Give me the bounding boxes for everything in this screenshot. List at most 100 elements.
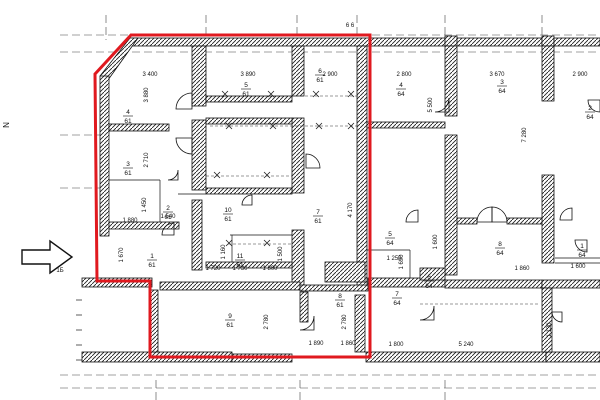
room-number: 2 [588,105,592,112]
dimension-label: 1 450 [142,197,148,213]
room-code: 61 [164,214,172,221]
dimension-label: 1 860 [340,341,356,347]
room-code: 61 [124,170,132,177]
room-label: 561 [241,82,251,98]
dimension-label: 3 890 [240,72,256,78]
room-number: 3 [126,161,130,168]
dimension-label: 1 800 [262,266,278,272]
room-label: 361 [123,161,133,177]
dimension-labels: 3 400 3 890 2 900 2 800 3 670 1 880 1 54… [122,72,588,348]
walls [81,35,600,363]
room-code: 64 [496,250,504,257]
dimension-label: 2 780 [264,314,270,330]
dimension-label: 1 800 [388,342,404,348]
room-code: 61 [314,218,322,225]
vent-lines [206,95,540,305]
edge-ticks [76,299,82,361]
dimension-label: 1 690 [399,254,405,270]
room-code: 64 [425,283,433,290]
room-number: 8 [338,293,342,300]
room-number: 1 [580,243,584,250]
dimension-label: 4 170 [348,202,354,218]
dimension-label: 3 670 [489,72,505,78]
cross-marks [213,90,355,247]
highlighted-unit-boundary [93,33,372,359]
dimension-label: 1 890 [308,341,324,347]
dimension-label: 1 500 [278,246,284,262]
dimension-label: 5 500 [428,97,434,113]
room-label: 961 [225,313,235,329]
room-code: 61 [226,322,234,329]
room-code: 61 [148,262,156,269]
room-code: 61 [224,216,232,223]
room-label: 364 [497,79,507,95]
room-code: 61 [236,262,244,269]
room-number: 4 [126,109,130,116]
room-label: 861 [335,293,345,309]
room-label: 261 [163,205,173,221]
dimension-label: 2 900 [572,72,588,78]
axis-marker: 6 6 [346,23,355,29]
dimension-label: 3 880 [144,87,150,103]
dimension-label: 1 250 [386,256,402,262]
room-number: 6 [318,68,322,75]
room-code: 64 [397,91,405,98]
room-code: 64 [386,240,394,247]
room-label: 664 [424,274,434,290]
room-number: 2 [166,205,170,212]
dimension-label: 1 540 [160,214,176,220]
room-number: 4 [399,82,403,89]
dimension-label: 1 860 [514,266,530,272]
dimension-label: 2 800 [396,72,412,78]
room-number: 10 [224,207,232,214]
room-label: 761 [313,209,323,225]
room-code: 64 [393,300,401,307]
dimension-label: 7 280 [522,127,528,143]
entrance-arrow [21,239,74,275]
dimension-label: 1 670 [119,247,125,263]
room-label: 764 [392,291,402,307]
room-number: 6 [427,274,431,281]
dimension-label: 1 160 [221,244,227,260]
room-label: 864 [495,241,505,257]
dimension-labels-vertical: 3 880 2 710 1 450 1 670 4 170 2 780 2 78… [119,87,553,338]
room-number: 5 [244,82,248,89]
entrance-marker: 1Б [56,268,63,274]
room-label: 164 [577,243,587,259]
dimension-label: 5 240 [458,342,474,348]
room-number: 7 [316,209,320,216]
room-number: 11 [237,253,244,260]
partition-lines [109,179,600,278]
room-label: 161 [147,253,157,269]
room-label: 464 [396,82,406,98]
room-label: 564 [385,231,395,247]
room-code: 61 [124,118,132,125]
room-code: 64 [586,114,594,121]
room-code: 61 [316,77,324,84]
room-number: 5 [388,231,392,238]
dimension-label: 1 730 [232,266,248,272]
room-code: 64 [498,88,506,95]
door-arcs [161,92,600,331]
dimension-label: 1 600 [570,264,586,270]
dimension-label: 2 780 [342,314,348,330]
north-label: N [2,122,11,128]
room-number: 9 [228,313,232,320]
room-code: 61 [336,302,344,309]
room-label: 264 [585,105,595,121]
room-label: 661 [315,68,325,84]
room-number: 7 [395,291,399,298]
room-labels: 4613615616612611061761161116196186146436… [123,68,595,329]
room-code: 64 [578,252,586,259]
dimension-label: 1 880 [122,218,138,224]
room-number: 3 [500,79,504,86]
room-label: 461 [123,109,133,125]
dimension-label: 2 710 [144,152,150,168]
dimension-label: 1 130 [547,322,553,338]
dimension-label: 2 900 [322,72,338,78]
room-number: 1 [150,253,154,260]
dimension-label: 3 400 [142,72,158,78]
room-number: 8 [498,241,502,248]
